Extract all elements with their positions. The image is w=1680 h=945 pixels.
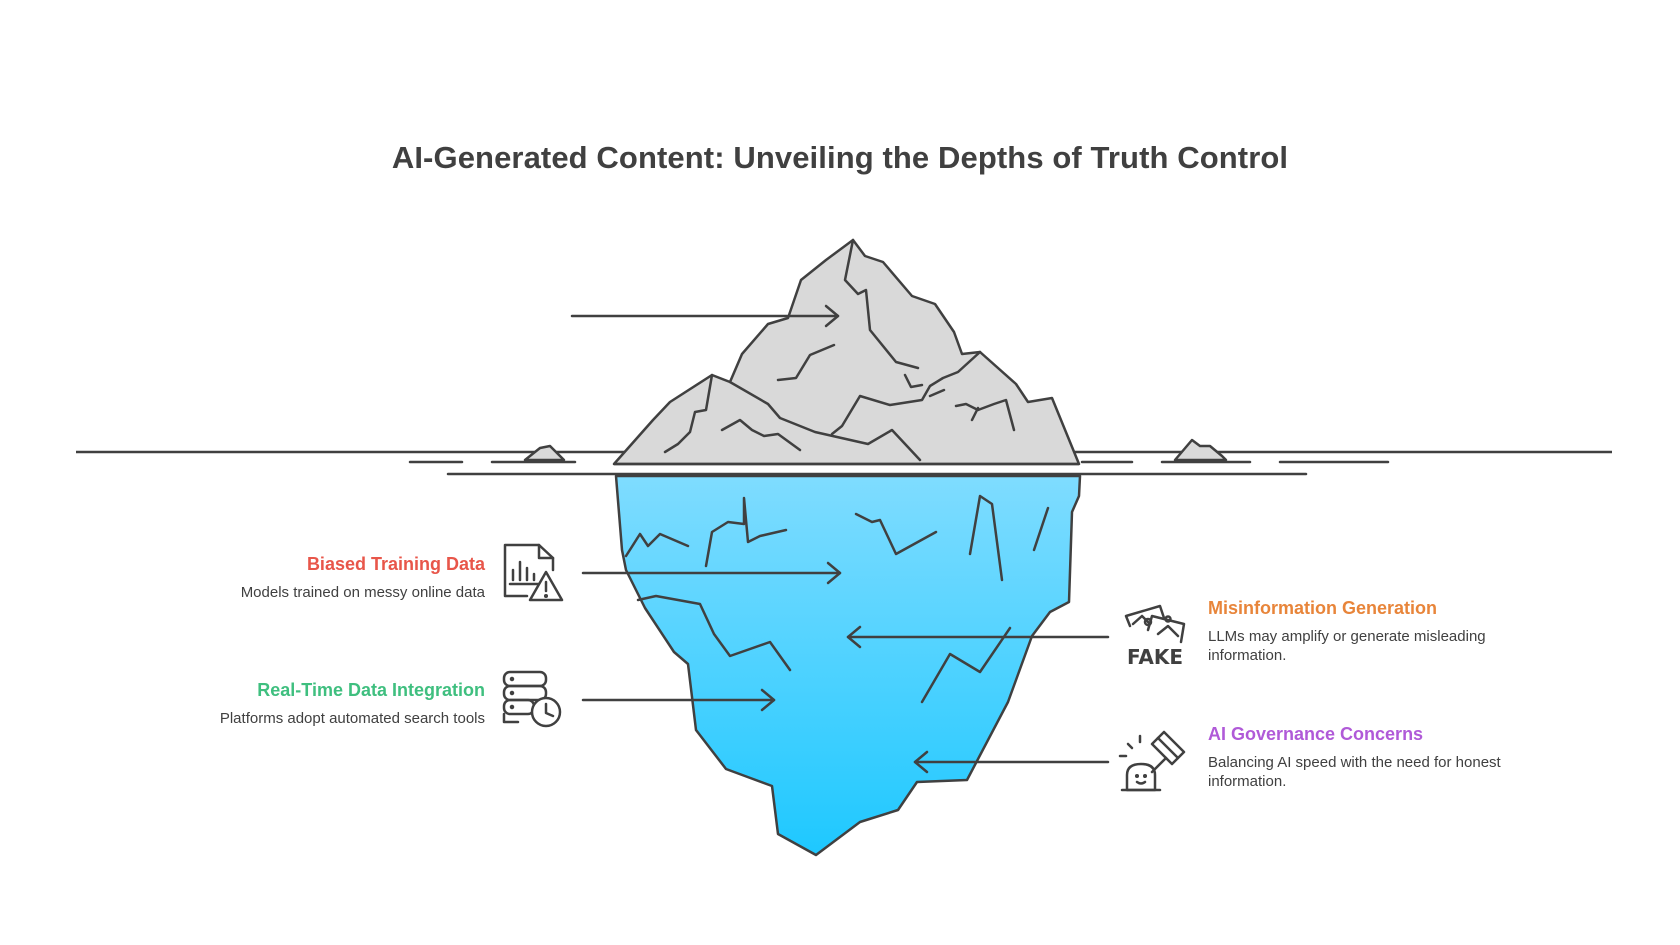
iceberg-tip — [612, 238, 1081, 466]
biased-training-label: Biased Training Data Models trained on m… — [65, 553, 485, 602]
arrow-realtime-data — [581, 688, 776, 712]
governance-description: Balancing AI speed with the need for hon… — [1208, 754, 1501, 790]
iceberg-underwater-cracks — [624, 494, 1050, 704]
iceberg-underwater — [614, 474, 1082, 857]
realtime-data-description: Platforms adopt automated search tools — [219, 710, 485, 727]
arrow-biased-training — [581, 561, 842, 585]
realtime-data-label: Real-Time Data Integration Platforms ado… — [65, 679, 485, 728]
fake-image-icon — [1124, 604, 1186, 644]
arrow-iceberg-tip — [570, 304, 840, 328]
biased-training-heading: Biased Training Data — [306, 554, 485, 574]
document-chart-warning-icon — [503, 543, 564, 602]
diagram-title: AI-Generated Content: Unveiling the Dept… — [391, 140, 1289, 175]
misinformation-label: Misinformation Generation LLMs may ampli… — [1208, 597, 1568, 665]
governance-label: AI Governance Concerns Balancing AI spee… — [1208, 723, 1568, 791]
biased-training-description: Models trained on messy online data — [240, 584, 485, 601]
realtime-data-heading: Real-Time Data Integration — [257, 680, 485, 700]
fake-icon-text: FAKE — [1127, 645, 1183, 669]
connector-arrows — [570, 304, 1110, 774]
arrow-misinformation — [846, 625, 1110, 649]
small-ice-pieces — [523, 438, 1228, 462]
governance-heading: AI Governance Concerns — [1208, 724, 1424, 744]
water-ripples — [408, 460, 1390, 476]
database-clock-icon — [502, 670, 562, 728]
misinformation-heading: Misinformation Generation — [1208, 598, 1438, 618]
arrow-governance — [913, 750, 1110, 774]
misinformation-description: LLMs may amplify or generate misleading … — [1208, 628, 1486, 664]
gavel-person-icon — [1118, 730, 1186, 792]
iceberg-tip-cracks — [663, 238, 1016, 462]
